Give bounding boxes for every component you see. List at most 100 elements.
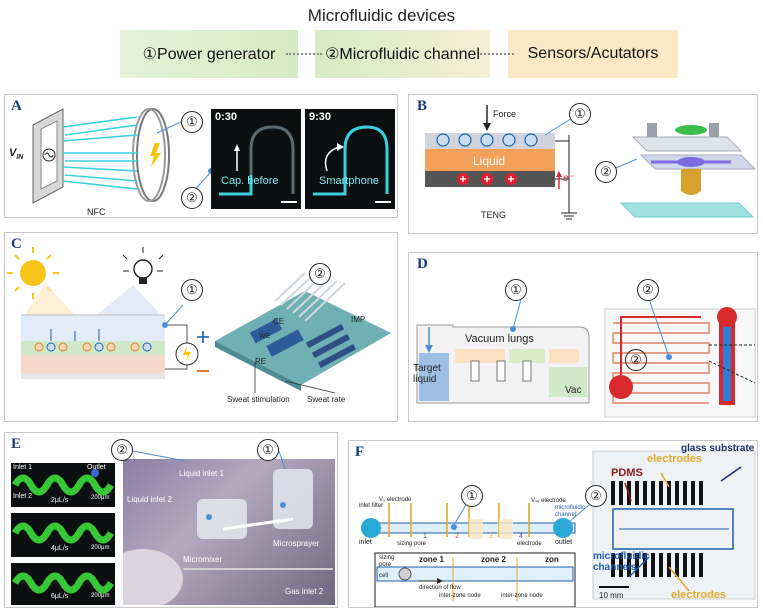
panel-f: F bbox=[348, 440, 758, 608]
scale-label: 200μm bbox=[91, 593, 110, 599]
vacuum-lungs-label: Vacuum lungs bbox=[465, 333, 534, 345]
marker-one: ① bbox=[461, 485, 483, 507]
vacuum-diagram bbox=[416, 298, 756, 418]
time-label: 9:30 bbox=[309, 111, 332, 123]
panel-d: D ① ② ② Vacuum lungs Target liquid Vac bbox=[408, 252, 758, 422]
gas-inlet2-label: Gas inlet 2 bbox=[285, 587, 324, 596]
time-label: 0:30 bbox=[215, 111, 238, 123]
banner-connector-1 bbox=[286, 53, 322, 55]
mixer-trace bbox=[11, 572, 115, 594]
mixer-trace bbox=[11, 522, 115, 544]
scale-label: 200μm bbox=[91, 495, 110, 501]
microsprayer-photo: Liquid inlet 1 Liquid inlet 2 Microspray… bbox=[123, 459, 335, 605]
marker-one: ① bbox=[505, 279, 527, 301]
marker-one: ① bbox=[181, 111, 203, 133]
marker-one: ① bbox=[181, 279, 203, 301]
marker-two-inner: ② bbox=[625, 349, 647, 371]
marker-two: ② bbox=[637, 279, 659, 301]
electron-label: e⁻ bbox=[563, 173, 574, 184]
outlet-label: outlet bbox=[555, 539, 573, 546]
device-sketch bbox=[123, 469, 333, 605]
inlet-label: inlet bbox=[359, 539, 372, 546]
panel-label: E bbox=[11, 436, 22, 452]
banner-sensors: Sensors/Acutators bbox=[508, 30, 678, 78]
inlet2-label: Inlet 2 bbox=[13, 493, 33, 500]
marker-leaders bbox=[132, 450, 286, 470]
cell-label: cell bbox=[379, 573, 389, 579]
banner-connector-2 bbox=[480, 53, 514, 55]
microfluidic-channel-small-label: microfluidic channel bbox=[555, 505, 586, 518]
mixer-image-3: 6μL/s 200μm bbox=[11, 563, 115, 605]
zone-number: 4 bbox=[519, 533, 523, 540]
caption-label: Cap. before bbox=[221, 175, 279, 187]
scalebar-label: 10 mm bbox=[599, 591, 624, 600]
electrodes-top-label: electrodes bbox=[647, 453, 703, 465]
panel-label: B bbox=[417, 98, 428, 114]
marker-two: ② bbox=[309, 263, 331, 285]
interzone-label: inter-zone node bbox=[439, 593, 481, 599]
vin-label: VIN bbox=[9, 147, 24, 162]
flow-label: 2μL/s bbox=[51, 497, 69, 504]
panel-e: E Inlet 1 Inlet 2 Outlet 2μL/s 200μm 4μL… bbox=[4, 432, 338, 608]
panel-b: B Force Liquid TENG e⁻ ① bbox=[408, 94, 758, 234]
channel-trace bbox=[313, 125, 391, 203]
sweat-stimulation-label: Sweat stimulation bbox=[227, 395, 290, 404]
page-title: Microfluidic devices bbox=[307, 6, 456, 25]
marker-two: ② bbox=[181, 187, 203, 209]
glass-substrate-label: glass substrate bbox=[681, 443, 755, 454]
ce-label: CE bbox=[273, 317, 285, 326]
interzone-label-2: inter-zone node bbox=[501, 593, 543, 599]
sizing-pore-inset-label: sizing pore bbox=[379, 555, 395, 568]
flow-label: 4μL/s bbox=[51, 545, 69, 552]
outlet-label: Outlet bbox=[87, 464, 106, 471]
mixer-image-2: 4μL/s 200μm bbox=[11, 513, 115, 557]
mixer-trace bbox=[11, 469, 115, 496]
banner-microfluidic-channel: ②Microfluidic channel bbox=[315, 30, 490, 78]
teng-diagram bbox=[425, 105, 757, 220]
image-cap-before: 0:30 Cap. before bbox=[211, 109, 301, 209]
mixer-image-1: Inlet 1 Inlet 2 Outlet 2μL/s 200μm bbox=[11, 463, 115, 507]
pdms-label: PDMS bbox=[611, 467, 643, 479]
nfc-label: NFC bbox=[87, 207, 106, 217]
panel-label: C bbox=[11, 236, 22, 252]
panel-label: A bbox=[11, 98, 22, 114]
marker-two: ② bbox=[585, 485, 607, 507]
microsprayer-label: Microsprayer bbox=[273, 539, 320, 548]
marker-two: ② bbox=[595, 161, 617, 183]
sweat-rate-label: Sweat rate bbox=[307, 395, 346, 404]
inlet1-label: Inlet 1 bbox=[13, 464, 33, 471]
we-label: WE bbox=[259, 333, 271, 340]
electrodes-bottom-label: electrodes bbox=[671, 589, 727, 601]
panel-a: A VIN NFC ① ② 0:30 bbox=[4, 94, 398, 218]
zone-number: 3 bbox=[489, 533, 493, 540]
scale-label: 200μm bbox=[91, 545, 110, 551]
teng-label: TENG bbox=[481, 210, 507, 220]
channel-trace bbox=[219, 125, 297, 203]
micromixer-label: Micromixer bbox=[183, 555, 223, 564]
panel-label: F bbox=[355, 444, 365, 460]
zone-number: 2 bbox=[455, 533, 459, 540]
liquid-inlet1-label: Liquid inlet 1 bbox=[179, 469, 224, 478]
target-liquid-label: Target liquid bbox=[413, 363, 441, 385]
panel-label: D bbox=[417, 256, 428, 272]
zone2-label: zone 2 bbox=[481, 555, 506, 564]
re-label: RE bbox=[255, 357, 267, 366]
zone3-label: zon bbox=[545, 555, 559, 564]
sizing-diagram bbox=[361, 450, 756, 607]
imp-label: IMP bbox=[351, 315, 366, 324]
flow-label: 6μL/s bbox=[51, 593, 69, 600]
vac-label: Vac bbox=[565, 385, 582, 396]
solar-diagram bbox=[7, 247, 391, 394]
liquid-label: Liquid bbox=[473, 154, 506, 168]
liquid-inlet2-label: Liquid inlet 2 bbox=[127, 495, 172, 504]
marker-two: ② bbox=[111, 439, 133, 461]
panel-c: C bbox=[4, 232, 398, 422]
marker-one: ① bbox=[569, 103, 591, 125]
force-label: Force bbox=[493, 109, 517, 119]
sizing-pore-label: sizing pore bbox=[397, 541, 427, 547]
banner-power-generator: ①Power generator bbox=[120, 30, 298, 78]
microfluidic-channels-label: microfluidic channels bbox=[593, 551, 650, 573]
zone1-label: zone 1 bbox=[419, 555, 444, 564]
zone-number: 1 bbox=[423, 533, 427, 540]
direction-label: direction of flow bbox=[419, 585, 461, 591]
